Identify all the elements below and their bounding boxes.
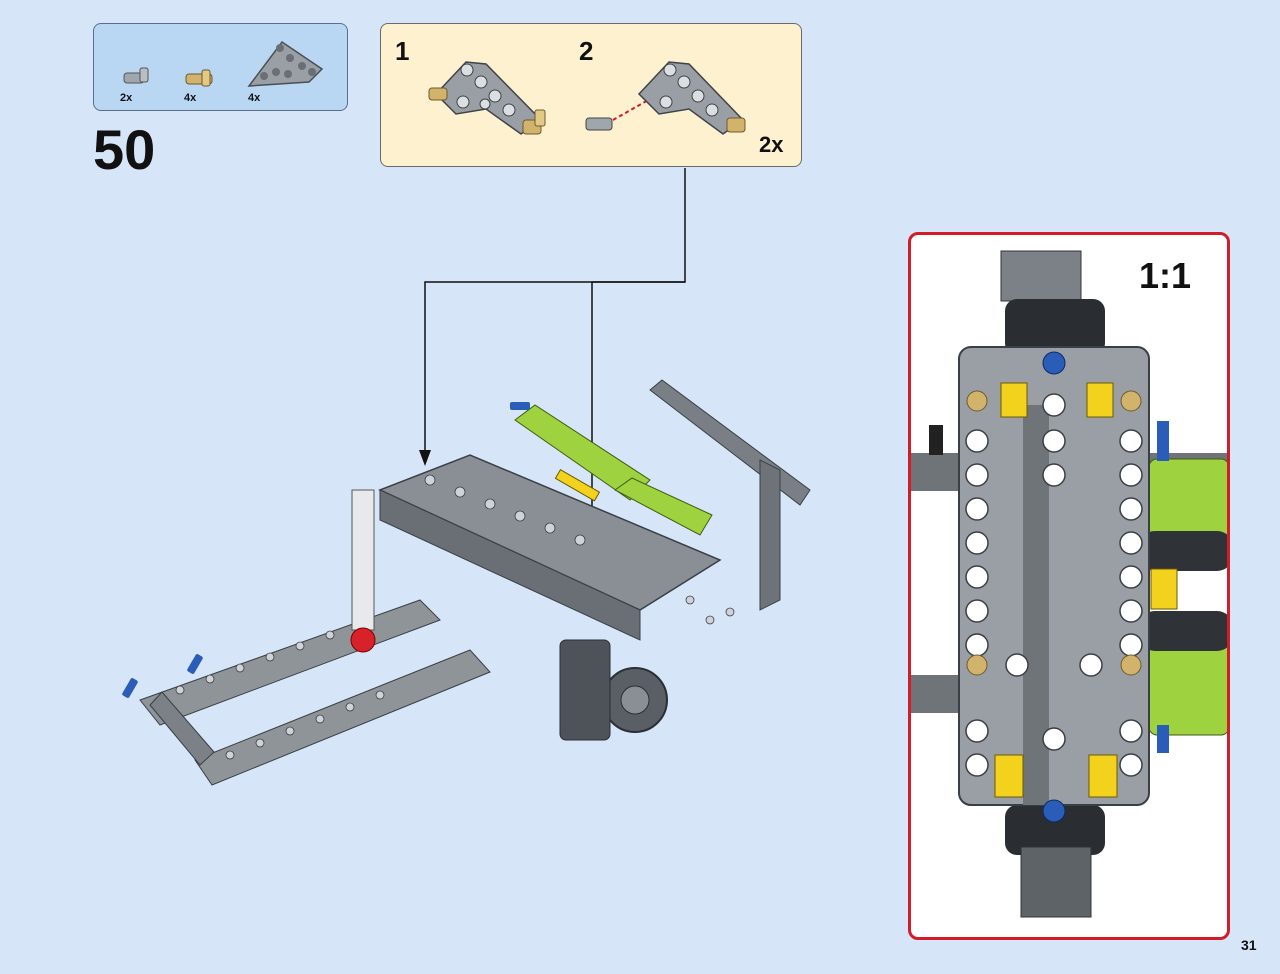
chassis-assembly bbox=[122, 379, 811, 786]
scale-view-illustration bbox=[911, 250, 1227, 918]
arrow-head-left-icon bbox=[419, 450, 431, 466]
callout-arrows bbox=[424, 168, 686, 526]
scale-label: 1:1 bbox=[1139, 255, 1192, 296]
sub-step-multiplier: 2x bbox=[759, 132, 784, 157]
sub-step-number-2: 2 bbox=[579, 36, 594, 66]
scale-view-box: 1:1 bbox=[908, 232, 1230, 940]
parts-list-illustrations bbox=[123, 40, 324, 87]
step-number: 50 bbox=[93, 118, 156, 181]
sub-step-illustrations bbox=[428, 61, 746, 135]
part-qty-3: 4x bbox=[248, 92, 261, 104]
triangle-liftarm-icon bbox=[247, 40, 324, 87]
sub-step-number-1: 1 bbox=[395, 36, 410, 66]
parts-list-box: 2x 4x 4x bbox=[93, 23, 348, 111]
sub-step-box: 1 2 2x bbox=[380, 23, 802, 167]
liftarm-assembly-1-icon bbox=[428, 61, 546, 135]
liftarm-assembly-2-icon bbox=[585, 61, 746, 135]
arrow-head-right-icon bbox=[586, 514, 598, 530]
pin-with-stop-icon bbox=[123, 67, 149, 84]
tan-axle-pin-icon bbox=[185, 69, 213, 87]
part-qty-2: 4x bbox=[184, 92, 197, 104]
page-number: 31 bbox=[1241, 937, 1257, 953]
part-qty-1: 2x bbox=[120, 92, 133, 104]
